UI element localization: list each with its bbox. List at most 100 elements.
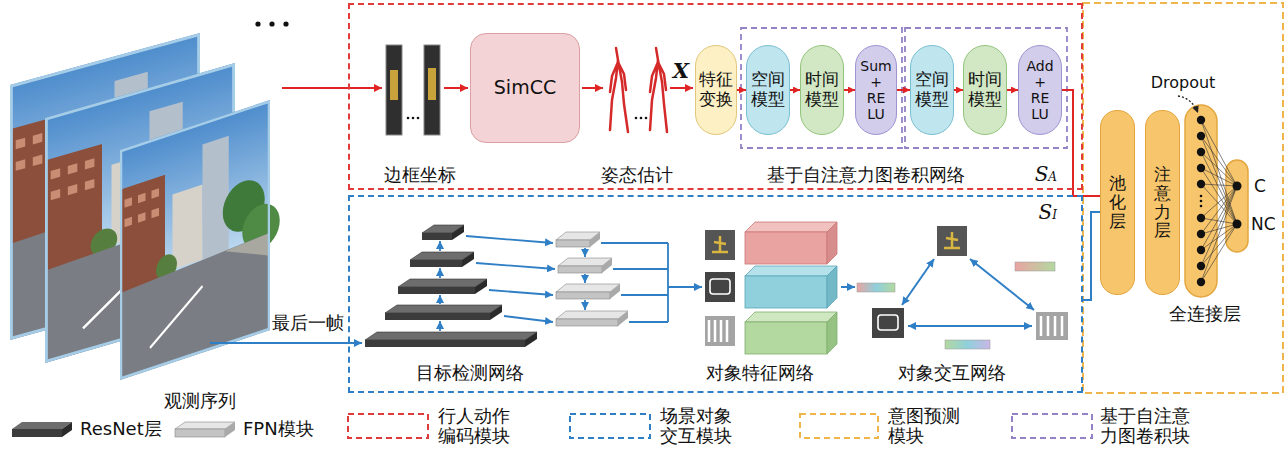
neuron: [1197, 262, 1205, 270]
ellipsis-dot: [635, 117, 638, 120]
input-arrow: [282, 87, 382, 89]
ellipsis-dot: [640, 117, 643, 120]
fc-layer: [1185, 105, 1217, 297]
up-arrow: [439, 321, 441, 331]
feature-arrow: [841, 286, 855, 288]
ellipsis-dot: [269, 21, 274, 26]
slab-front: [556, 292, 610, 299]
node-text: 空间 模型: [751, 70, 785, 109]
fpn-arrows: [440, 236, 702, 331]
feature-blocks: [745, 222, 837, 354]
crosswalk-mark: [709, 320, 727, 342]
caption: 基于自注意力图卷积网络: [767, 164, 965, 186]
double-arrow: [902, 259, 934, 305]
ellipsis-dot: [412, 117, 415, 120]
slab-front: [398, 287, 475, 294]
caption: 目标检测网络: [416, 362, 524, 384]
block-side: [827, 222, 837, 264]
resnet-pyramid: [365, 225, 537, 347]
block-front: [745, 322, 827, 354]
legend-fpn-slab: [175, 422, 235, 429]
dropout-pointer: [1178, 96, 1198, 113]
slab-side: [462, 252, 474, 267]
fpn-pyramid: [556, 232, 628, 326]
up-arrow: [439, 268, 441, 278]
class-label: C: [1254, 175, 1266, 197]
ellipsis-dot: [1200, 195, 1203, 198]
slab-front: [385, 313, 490, 320]
legend-orange-dashed: [800, 414, 878, 438]
block-front: [745, 276, 827, 308]
legend-text: ResNet层: [80, 419, 162, 439]
slab-side: [475, 279, 487, 294]
slab-top: [398, 279, 487, 287]
node-text: 时间 模型: [805, 70, 839, 109]
region-tag: SI: [1039, 201, 1057, 224]
block-top: [745, 222, 837, 232]
spatial-box: 空间 模型: [910, 45, 954, 135]
legend-text: 行人动作 编码模块: [438, 406, 510, 446]
slab-front: [422, 233, 452, 240]
flow-connector: [1007, 89, 1018, 91]
legend-purple-dashed: [1012, 414, 1092, 438]
slab-top: [365, 332, 537, 340]
flow-connector: [1083, 212, 1100, 300]
add-relu-box: Add + RE LU: [1018, 45, 1062, 135]
node-text: Sum + RE LU: [860, 58, 891, 122]
neuron: [1197, 246, 1205, 254]
frame-front: [120, 97, 280, 380]
flow-connector: [1062, 90, 1100, 196]
pooling-layer: 池化层: [1100, 110, 1135, 295]
bbox-crop: [386, 45, 402, 135]
caption: 观测序列: [164, 390, 236, 412]
attention-layer: 注意力层: [1145, 110, 1180, 295]
slab-top: [556, 284, 620, 292]
caption: 对象交互网络: [898, 362, 1006, 384]
block-side: [827, 312, 837, 354]
slab-front: [410, 260, 462, 267]
output-bus: [601, 243, 668, 322]
legend-text: 基于自注意 力图卷积块: [1100, 406, 1190, 446]
output-neuron: [1233, 182, 1242, 191]
slab-front: [365, 340, 525, 347]
block-top: [745, 266, 837, 276]
neuron: [1197, 148, 1205, 156]
fc-connections: [1201, 120, 1237, 282]
prediction-region: [1083, 3, 1283, 393]
ellipsis-dot: [1200, 205, 1203, 208]
lateral-arrow: [466, 236, 553, 243]
feature-vector: [945, 340, 990, 349]
node-text: 时间 模型: [968, 70, 1002, 109]
car-mark: [878, 315, 898, 330]
slab-side: [618, 311, 628, 326]
down-arrow: [584, 300, 586, 310]
spatial-box: 空间 模型: [746, 45, 790, 135]
car-icon: [872, 308, 904, 338]
down-arrow: [584, 248, 586, 257]
up-arrow: [439, 241, 441, 251]
variable-label: X: [673, 60, 689, 82]
slab-side: [610, 284, 620, 299]
gcn-block-outline: [741, 28, 902, 148]
slab-side: [490, 305, 502, 320]
transform-box: 特征 变换: [695, 45, 737, 135]
cyclist-mark: [944, 232, 960, 248]
node-text: 池化层: [1109, 174, 1126, 230]
flow-connector: [790, 89, 800, 91]
block-top: [745, 312, 837, 322]
bbox-crop: [424, 45, 440, 135]
pedestrian: [428, 68, 436, 100]
region-tag: SA: [1035, 163, 1057, 186]
class-label: NC: [1251, 213, 1276, 235]
down-arrow: [584, 274, 586, 283]
block-front: [745, 232, 827, 264]
pedestrian: [390, 70, 398, 100]
ellipsis-dot: [283, 21, 288, 26]
double-arrow: [908, 325, 1032, 327]
ellipsis-dot: [417, 117, 420, 120]
car-mark: [710, 279, 730, 294]
legend-fpn-slab: [225, 422, 235, 437]
neuron: [1197, 214, 1205, 222]
feature-vector: [1015, 262, 1055, 271]
